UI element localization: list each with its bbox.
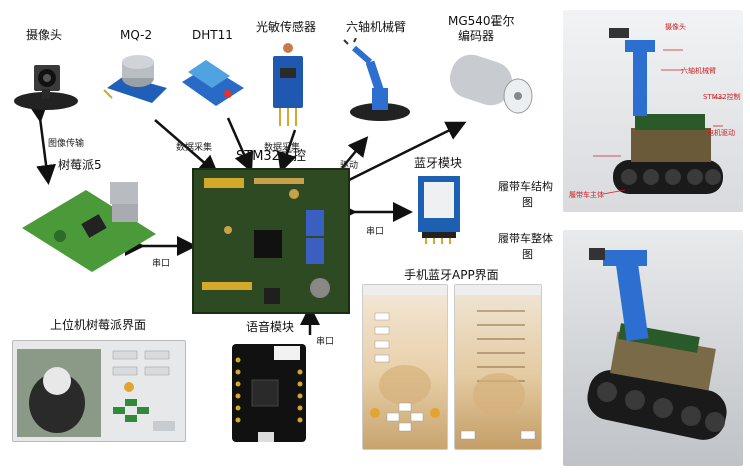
track-car-structure-photo: 摄像头 六轴机械臂 STM32控制 电机驱动 履带车主体 — [563, 10, 743, 212]
label-structure-line2: 图 — [522, 196, 533, 209]
light-sensor-image — [268, 38, 308, 130]
annotation-stm: STM32控制 — [703, 93, 741, 101]
label-motor-line2: 编码器 — [458, 29, 495, 43]
pc-ui-screenshot — [12, 340, 186, 442]
app-screen-left — [362, 284, 448, 450]
arrow-stm32-motor — [344, 121, 467, 184]
edge-label-serial-raspberry: 串口 — [152, 259, 171, 269]
label-arm: 六轴机械臂 — [346, 20, 407, 34]
arrow-stm32-arm — [341, 136, 369, 169]
label-pc-ui: 上位机树莓派界面 — [50, 318, 147, 332]
arrow-camera-raspberry — [28, 101, 56, 185]
arrow-dht11-stm32 — [226, 117, 254, 173]
robot-arm-image — [340, 38, 420, 126]
arrow-light-stm32 — [277, 129, 297, 173]
label-raspberry: 树莓派5 — [58, 158, 102, 172]
label-camera: 摄像头 — [26, 28, 63, 42]
edge-label-serial-bluetooth: 串口 — [366, 227, 385, 237]
label-voice: 语音模块 — [246, 320, 295, 334]
track-car-whole-photo — [563, 230, 743, 466]
motor-image — [440, 48, 536, 118]
raspberry-pi-image — [20, 176, 158, 274]
label-bluetooth: 蓝牙模块 — [414, 156, 463, 170]
bluetooth-module-image — [414, 174, 464, 244]
edge-label-image-transfer: 图像传输 — [48, 139, 85, 149]
label-motor-line1: MG540霍尔 — [448, 14, 515, 28]
edge-label-drive: 驱动 — [340, 161, 359, 171]
label-whole-line1: 履带车整体 — [498, 232, 553, 245]
edge-label-serial-voice: 串口 — [316, 337, 335, 347]
label-dht11: DHT11 — [192, 28, 233, 42]
dht11-sensor-image — [178, 48, 248, 112]
label-mq2: MQ-2 — [120, 28, 153, 42]
camera-image — [8, 55, 83, 115]
label-light-sensor: 光敏传感器 — [256, 20, 317, 34]
label-stm32: STM32主控 — [236, 149, 306, 164]
label-whole-line2: 图 — [522, 248, 533, 261]
voice-module-image — [228, 340, 310, 446]
edge-label-data-collect-1: 数据采集 — [176, 143, 213, 153]
app-screen-right — [454, 284, 542, 450]
label-app-title: 手机蓝牙APP界面 — [404, 268, 499, 282]
annotation-motor: 电机驱动 — [707, 129, 735, 137]
mq2-sensor-image — [102, 48, 172, 110]
arrow-mq2-stm32 — [154, 119, 219, 176]
label-structure-line1: 履带车结构 — [498, 180, 553, 193]
annotation-camera: 摄像头 — [665, 23, 686, 31]
annotation-track: 履带车主体 — [569, 191, 604, 199]
stm32-board-image — [192, 168, 350, 314]
edge-label-data-collect-2: 数据采集 — [264, 143, 301, 153]
annotation-arm: 六轴机械臂 — [681, 67, 716, 75]
